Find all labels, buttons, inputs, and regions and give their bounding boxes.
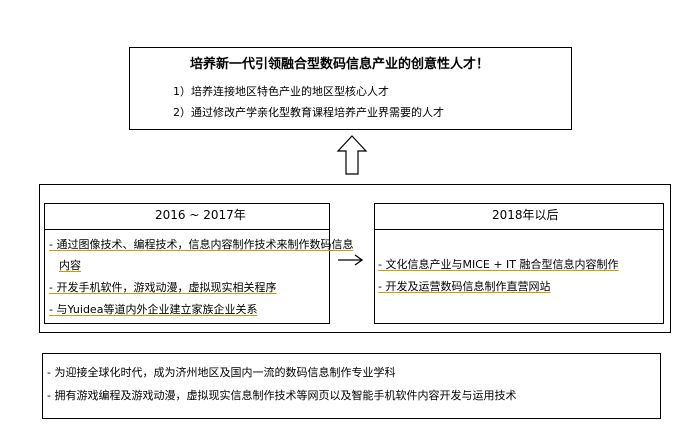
left-panel-divider bbox=[44, 229, 330, 230]
left-item-2: - 开发手机软件，游戏动漫，虚拟现实相关程序 bbox=[49, 281, 277, 294]
left-item-3: - 与Yuidea等道内外企业建立家族企业关系 bbox=[49, 303, 258, 316]
left-item-1-cont: 内容 bbox=[59, 259, 81, 272]
right-item-2: - 开发及运营数码信息制作直营网站 bbox=[378, 280, 551, 293]
goal-item-1: 1）培养连接地区特色产业的地区型核心人才 bbox=[173, 85, 389, 98]
goal-item-2: 2）通过修改产学亲化型教育课程培养产业界需要的人才 bbox=[173, 106, 444, 119]
right-item-1: - 文化信息产业与MICE + IT 融合型信息内容制作 bbox=[378, 258, 619, 271]
right-panel-header: 2018年以后 bbox=[492, 208, 559, 222]
goal-title: 培养新一代引领融合型数码信息产业的创意性人才！ bbox=[190, 57, 490, 72]
bottom-item-1: - 为迎接全球化时代，成为济州地区及国内一流的数码信息制作专业学科 bbox=[47, 366, 396, 379]
bottom-box bbox=[42, 353, 661, 419]
left-item-1: - 通过图像技术、编程技术，信息内容制作技术来制作数码信息 bbox=[49, 238, 354, 251]
goal-box bbox=[129, 47, 572, 130]
right-panel bbox=[374, 203, 664, 324]
left-panel bbox=[44, 203, 330, 324]
up-arrow-icon bbox=[336, 135, 368, 175]
left-panel-header: 2016 ~ 2017年 bbox=[155, 208, 246, 222]
right-panel-divider bbox=[374, 229, 664, 230]
right-arrow-icon bbox=[338, 254, 364, 266]
bottom-item-2: - 拥有游戏编程及游戏动漫，虚拟现实信息制作技术等网页以及智能手机软件内容开发与… bbox=[47, 389, 517, 402]
